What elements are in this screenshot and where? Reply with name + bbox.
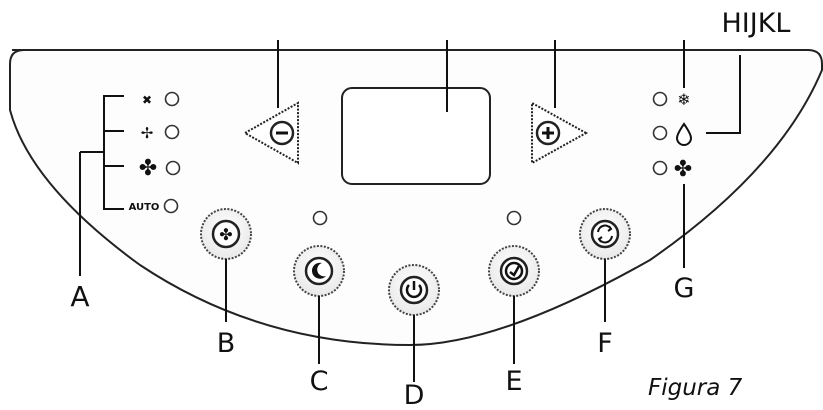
fan-speed-indicators: ✖ ✢ ✤ AUTO [129, 91, 181, 214]
mode-button[interactable] [579, 208, 631, 260]
fan-medium-indicator: ✢ [141, 124, 180, 142]
water-drop-icon [675, 122, 693, 146]
fan-auto-indicator: AUTO [129, 198, 179, 214]
clock-icon [504, 261, 524, 281]
fan-high-indicator: ✤ [139, 156, 181, 181]
plus-icon [542, 127, 554, 139]
timer-button[interactable] [488, 245, 540, 297]
sleep-button[interactable] [293, 245, 345, 297]
timer-led [506, 210, 522, 226]
callout-c: C [310, 366, 329, 397]
minus-button[interactable] [242, 101, 299, 165]
cycle-icon [597, 224, 613, 244]
svg-text:✖: ✖ [142, 93, 152, 107]
callout-b: B [217, 328, 236, 359]
figure-caption: Figura 7 [648, 375, 743, 401]
fan-mode-icon: ✤ [674, 157, 692, 182]
sleep-led [312, 210, 328, 226]
display-screen [341, 87, 491, 185]
power-button[interactable] [388, 264, 440, 316]
panel-outline [9, 49, 823, 347]
power-icon [405, 281, 423, 299]
callout-f: F [597, 328, 613, 359]
callout-a-bracket [79, 95, 124, 276]
mode-cool-indicator: ❄ [652, 90, 691, 109]
moon-icon [311, 262, 326, 279]
fan-speed-button[interactable]: ✤ [200, 208, 252, 260]
mode-fan-indicator: ✤ [652, 157, 692, 182]
mode-indicators: ❄ ✤ [652, 90, 693, 182]
fan-low-indicator: ✖ [142, 91, 180, 107]
mode-dry-indicator [652, 122, 693, 146]
top-leader-lines [277, 40, 741, 134]
callout-g: G [674, 273, 695, 304]
callout-a: A [70, 280, 89, 313]
fan-icon: ✤ [219, 225, 232, 244]
callout-e: E [505, 366, 522, 397]
fan-high-icon: ✤ [139, 156, 157, 181]
plus-button[interactable] [531, 101, 589, 165]
auto-label: AUTO [129, 202, 160, 213]
callout-d: D [404, 380, 425, 410]
bottom-leader-lines [225, 184, 685, 382]
fan-medium-icon: ✢ [141, 124, 154, 142]
snowflake-icon: ❄ [677, 90, 690, 109]
callout-hijkl: HIJKL [722, 8, 791, 39]
